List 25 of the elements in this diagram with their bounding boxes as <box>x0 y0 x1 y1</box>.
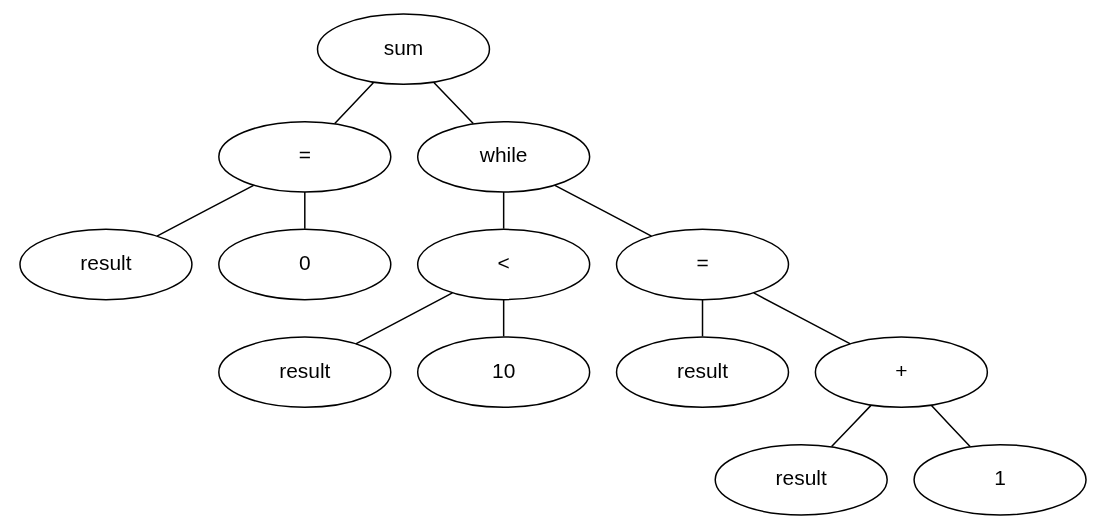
node-ellipse: result <box>218 336 392 409</box>
node-ellipse: sum <box>316 13 491 86</box>
node-ellipse: = <box>615 228 790 301</box>
connector <box>156 184 255 237</box>
node-ellipse: + <box>814 336 989 409</box>
connector <box>830 404 872 448</box>
node-ellipse: result <box>19 228 193 301</box>
connector <box>701 298 704 338</box>
connector <box>334 81 375 125</box>
connector <box>355 292 454 345</box>
connector <box>554 184 653 237</box>
connector <box>433 81 474 125</box>
node-ellipse: result <box>714 443 888 516</box>
connector <box>502 298 505 338</box>
node-ellipse: = <box>218 120 392 193</box>
connector <box>304 191 306 230</box>
node-ellipse: 10 <box>416 336 591 409</box>
node-ellipse: while <box>416 120 591 193</box>
connector <box>502 191 505 230</box>
node-ellipse: result <box>615 336 790 409</box>
node-ellipse: < <box>416 228 591 301</box>
node-ellipse: 1 <box>913 443 1087 516</box>
node-ellipse: 0 <box>218 228 392 301</box>
connector <box>752 292 852 345</box>
connector <box>930 404 971 448</box>
